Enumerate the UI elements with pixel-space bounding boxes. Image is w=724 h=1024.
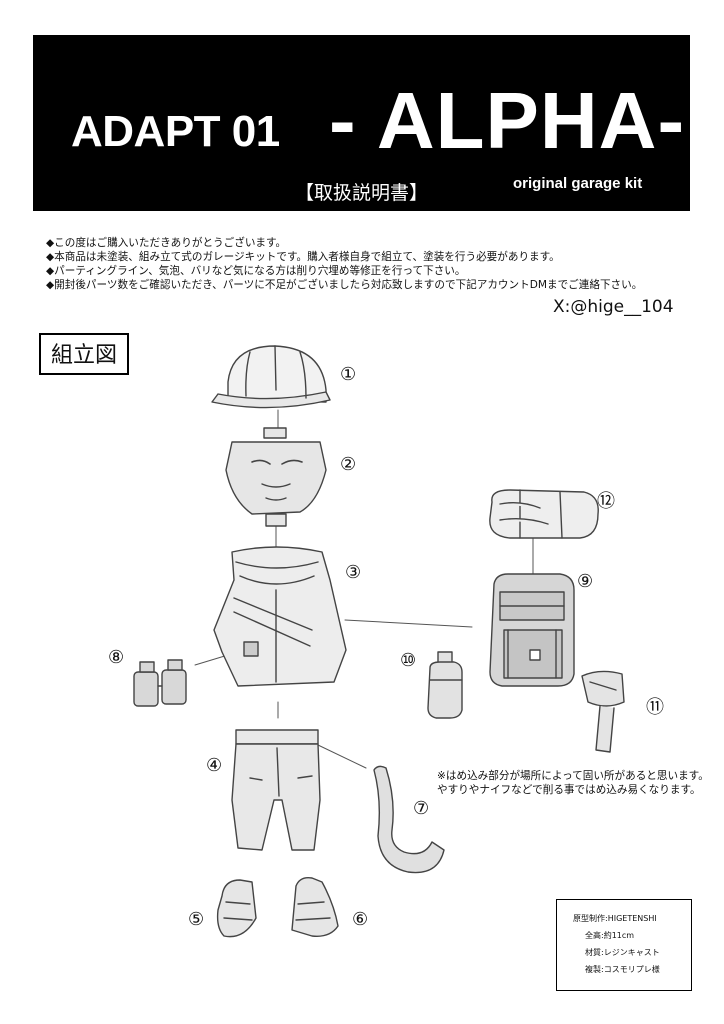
caution-line: ※はめ込み部分が場所によって固い所があると思います。 bbox=[437, 770, 709, 782]
spec-replication: 複製:コスモリプレ様 bbox=[585, 965, 660, 974]
shoe-right-part bbox=[291, 876, 339, 937]
title-banner: ADAPT 01 - ALPHA- 【取扱説明書】 original garag… bbox=[33, 35, 690, 211]
fitting-caution: ※はめ込み部分が場所によって固い所があると思います。 やすりやナイフなどで削る事… bbox=[437, 769, 709, 797]
part-number-6: ⑥ bbox=[352, 909, 369, 930]
note-line: ◆この度はご購入いただきありがとうございます。 bbox=[46, 237, 287, 249]
part-number-11: ⑪ bbox=[646, 697, 664, 718]
assembly-illustration bbox=[133, 345, 625, 938]
canteen-part bbox=[427, 651, 463, 719]
spec-box: 原型制作:HIGETENSHI 全高:約11cm 材質:レジンキャスト 複製:コ… bbox=[556, 899, 692, 991]
spec-material: 材質:レジンキャスト bbox=[585, 948, 660, 957]
part-number-7: ⑦ bbox=[413, 798, 430, 819]
note-line: ◆本商品は未塗装、組み立て式のガレージキットです。購入者様自身で組立て、塗装を行… bbox=[46, 251, 560, 263]
jacket-part bbox=[213, 546, 347, 687]
binoculars-part bbox=[133, 659, 187, 707]
assembly-diagram-label: 組立図 bbox=[39, 333, 129, 375]
contact-account: X:@hige__104 bbox=[553, 297, 674, 317]
part-number-12: ⑫ bbox=[597, 491, 615, 512]
kit-tagline: original garage kit bbox=[513, 175, 643, 192]
pants-part bbox=[231, 729, 321, 851]
head-part bbox=[225, 427, 327, 527]
part-number-8: ⑧ bbox=[108, 647, 125, 668]
shoe-left-part bbox=[216, 879, 257, 938]
backpack-part bbox=[489, 573, 575, 687]
part-number-1: ① bbox=[340, 364, 357, 385]
note-line: ◆パーティングライン、気泡、バリなど気になる方は削り穴埋め等修正を行って下さい。 bbox=[46, 265, 466, 277]
product-code: ADAPT 01 bbox=[71, 107, 280, 156]
part-number-3: ③ bbox=[345, 562, 362, 583]
spec-maker: 原型制作:HIGETENSHI bbox=[573, 914, 657, 923]
note-line: ◆開封後パーツ数をご確認いただき、パーツに不足がございましたら対応致しますので下… bbox=[46, 279, 643, 291]
part-number-10: ⑩ bbox=[400, 650, 417, 671]
part-number-4: ④ bbox=[206, 755, 223, 776]
manual-subtitle: 【取扱説明書】 bbox=[295, 182, 429, 204]
part-number-2: ② bbox=[340, 454, 357, 475]
cap-part bbox=[211, 345, 331, 409]
spec-height: 全高:約11cm bbox=[585, 931, 635, 940]
part-number-9: ⑨ bbox=[577, 571, 594, 592]
tail-part bbox=[373, 765, 445, 874]
caution-line: やすりやナイフなどで削る事ではめ込み易くなります。 bbox=[437, 784, 701, 796]
instruction-notes: ◆この度はご購入いただきありがとうございます。 ◆本商品は未塗装、組み立て式のガ… bbox=[46, 236, 642, 292]
bedroll-part bbox=[489, 489, 599, 539]
part-number-5: ⑤ bbox=[188, 909, 205, 930]
axe-part bbox=[581, 670, 625, 753]
product-name: - ALPHA- bbox=[329, 76, 686, 165]
